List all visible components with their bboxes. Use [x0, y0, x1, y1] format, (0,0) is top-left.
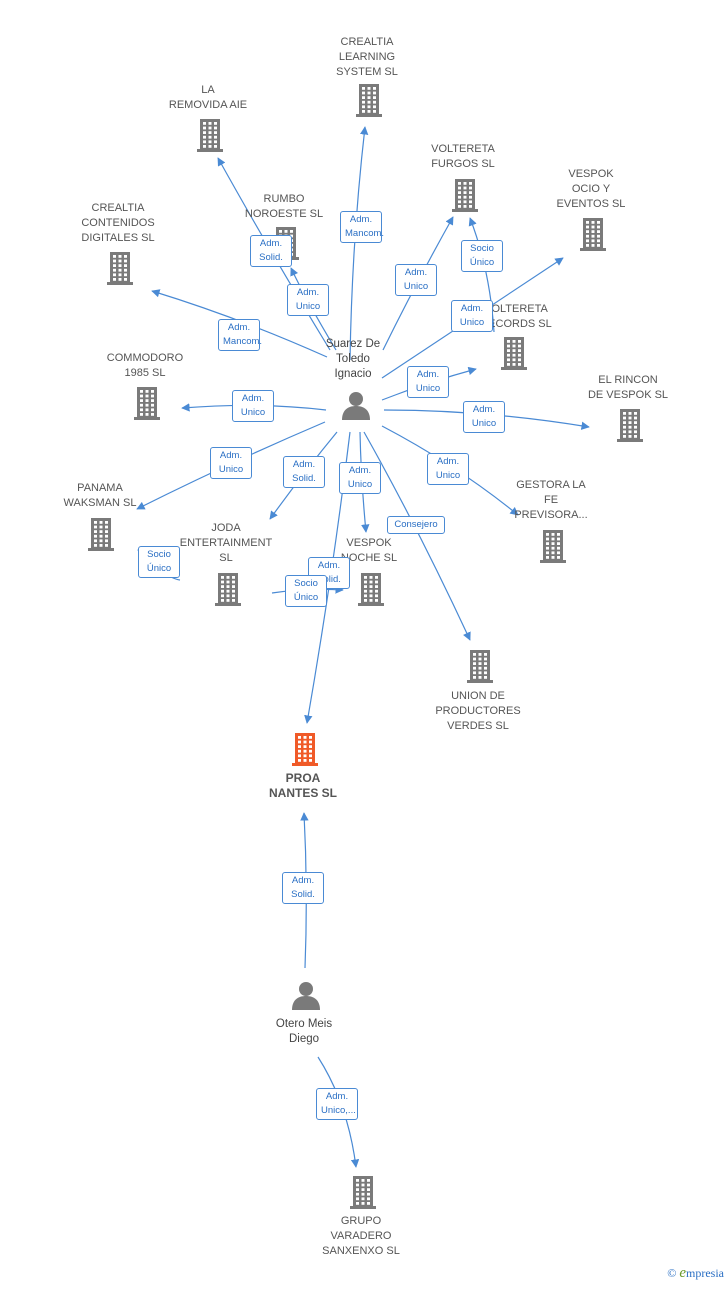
company-node-union[interactable]	[466, 649, 494, 688]
building-icon	[197, 119, 223, 152]
person-icon	[292, 982, 320, 1010]
edge-label-suarez-to-voltereta_furgos[interactable]: Adm. Unico	[395, 264, 437, 296]
edge-label-otero-to-proa[interactable]: Adm. Solid.	[282, 872, 324, 904]
edge-label-suarez-to-la_removida[interactable]: Adm. Solid.	[250, 235, 292, 267]
company-node-la_removida[interactable]	[196, 118, 224, 157]
company-node-panama[interactable]	[87, 517, 115, 556]
brand-initial: e	[679, 1265, 686, 1281]
edge-suarez-to-crealtia_learning	[349, 126, 369, 361]
company-node-el_rincon[interactable]	[616, 408, 644, 447]
building-icon	[358, 573, 384, 606]
company-name-voltereta_records[interactable]: VOLTERETA RECORDS SL	[480, 303, 552, 330]
edge-label-joda-to-vespok_noche[interactable]: Socio Único	[285, 575, 327, 607]
person-node-suarez[interactable]	[341, 390, 371, 425]
company-name-grupo[interactable]: GRUPO VARADERO SANXENXO SL	[322, 1215, 400, 1257]
company-name-vespok_ocio[interactable]: VESPOK OCIO Y EVENTOS SL	[556, 168, 626, 210]
building-icon	[452, 179, 478, 212]
building-icon	[617, 409, 643, 442]
copyright-symbol: ©	[667, 1266, 677, 1280]
company-node-crealtia_contenidos[interactable]	[106, 251, 134, 290]
company-node-vespok_noche[interactable]	[357, 572, 385, 611]
company-name-crealtia_contenidos[interactable]: CREALTIA CONTENIDOS DIGITALES SL	[81, 202, 155, 244]
company-name-panama[interactable]: PANAMA WAKSMAN SL	[63, 482, 137, 509]
edge-label-suarez-to-rumbo[interactable]: Adm. Unico	[287, 284, 329, 316]
company-name-commodoro[interactable]: COMMODORO 1985 SL	[106, 352, 184, 379]
edge-label-suarez-to-vespok_ocio[interactable]: Adm. Unico	[451, 300, 493, 332]
edge-label-suarez-to-commodoro[interactable]: Adm. Unico	[232, 390, 274, 422]
person-name-otero[interactable]: Otero Meis Diego	[275, 1018, 333, 1045]
person-icon	[342, 392, 370, 420]
building-icon	[540, 530, 566, 563]
building-icon	[107, 252, 133, 285]
edge-label-suarez-to-voltereta_records[interactable]: Adm. Unico	[407, 366, 449, 398]
company-name-rumbo[interactable]: RUMBO NOROESTE SL	[244, 193, 324, 220]
company-name-union[interactable]: UNION DE PRODUCTORES VERDES SL	[435, 690, 521, 732]
edge-label-suarez-to-crealtia_learning[interactable]: Adm. Mancom.	[340, 211, 384, 243]
building-icon	[350, 1176, 376, 1209]
building-icon	[215, 573, 241, 606]
company-node-commodoro[interactable]	[133, 386, 161, 425]
company-node-gestora[interactable]	[539, 529, 567, 568]
edge-label-suarez-to-union[interactable]: Consejero	[387, 516, 445, 534]
company-node-voltereta_furgos[interactable]	[451, 178, 479, 217]
company-name-la_removida[interactable]: LA REMOVIDA AIE	[168, 84, 248, 111]
building-icon	[356, 84, 382, 117]
company-node-joda[interactable]	[214, 572, 242, 611]
company-name-joda[interactable]: JODA ENTERTAINMENT SL	[179, 522, 273, 564]
building-icon	[88, 518, 114, 551]
person-node-otero[interactable]	[291, 980, 321, 1015]
edge-label-otero-to-grupo[interactable]: Adm. Unico,...	[316, 1088, 358, 1120]
company-node-grupo[interactable]	[349, 1175, 377, 1214]
edge-label-suarez-to-gestora[interactable]: Adm. Unico	[427, 453, 469, 485]
building-icon	[467, 650, 493, 683]
building-icon	[134, 387, 160, 420]
edge-label-suarez-to-crealtia_contenidos[interactable]: Adm. Mancom.	[218, 319, 262, 351]
company-node-vespok_ocio[interactable]	[579, 217, 607, 256]
company-name-el_rincon[interactable]: EL RINCON DE VESPOK SL	[587, 374, 669, 401]
company-node-voltereta_records[interactable]	[500, 336, 528, 375]
company-name-voltereta_furgos[interactable]: VOLTERETA FURGOS SL	[431, 143, 495, 170]
person-name-suarez[interactable]: Suarez De Toledo Ignacio	[325, 338, 381, 380]
company-name-gestora[interactable]: GESTORA LA FE PREVISORA...	[514, 479, 588, 521]
edge-label-suarez-to-vespok_noche[interactable]: Adm. Unico	[339, 462, 381, 494]
brand-name: mpresia	[686, 1266, 724, 1280]
company-node-crealtia_learning[interactable]	[355, 83, 383, 122]
company-node-proa[interactable]	[291, 732, 319, 771]
company-name-proa[interactable]: PROA NANTES SL	[268, 771, 337, 800]
brand-logo: © empresia	[667, 1265, 724, 1282]
edge-label-suarez-to-panama[interactable]: Adm. Unico	[210, 447, 252, 479]
building-icon	[580, 218, 606, 251]
company-name-vespok_noche[interactable]: VESPOK NOCHE SL	[340, 537, 398, 564]
building-icon	[292, 733, 318, 766]
edge-label-joda-to-panama[interactable]: Socio Único	[138, 546, 180, 578]
edge-label-voltereta_records-to-voltereta_furgos[interactable]: Socio Único	[461, 240, 503, 272]
edge-label-suarez-to-joda[interactable]: Adm. Solid.	[283, 456, 325, 488]
edge-label-suarez-to-el_rincon[interactable]: Adm. Unico	[463, 401, 505, 433]
building-icon	[501, 337, 527, 370]
company-name-crealtia_learning[interactable]: CREALTIA LEARNING SYSTEM SL	[336, 36, 398, 78]
